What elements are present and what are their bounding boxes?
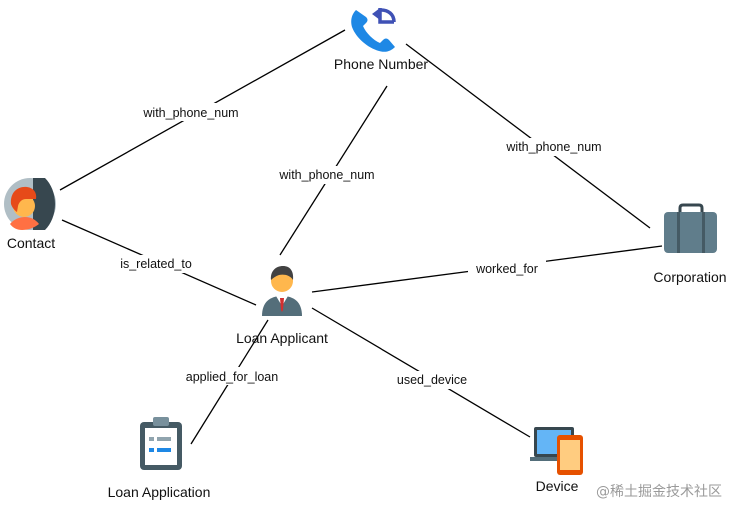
watermark-text: @稀土掘金技术社区 [596, 484, 722, 500]
devices-icon [530, 427, 583, 475]
edge-corporation-phone [405, 43, 651, 229]
node-applicant[interactable]: Loan Applicant [236, 266, 328, 346]
node-label-device: Device [536, 478, 579, 494]
node-label-phone: Phone Number [334, 56, 429, 72]
edge-label-applicant-application: applied_for_loan [186, 370, 278, 384]
node-phone[interactable]: Phone Number [334, 8, 429, 72]
contact-avatar-icon [4, 178, 56, 230]
node-corporation[interactable]: Corporation [653, 203, 727, 285]
node-contact[interactable]: Contact [4, 178, 56, 251]
edge-label-corporation-phone: with_phone_num [505, 140, 601, 154]
edge-label-applicant-phone: with_phone_num [278, 168, 374, 182]
briefcase-icon [664, 203, 717, 253]
phone-callback-icon [351, 8, 396, 52]
node-label-corporation: Corporation [653, 269, 726, 285]
node-label-contact: Contact [7, 235, 55, 251]
edge-label-contact-phone: with_phone_num [142, 106, 238, 120]
businessman-icon [262, 266, 302, 316]
clipboard-icon [140, 417, 182, 470]
node-label-application: Loan Application [108, 484, 211, 500]
node-device[interactable]: Device [530, 427, 583, 494]
edge-label-applicant-corporation: worked_for [475, 262, 538, 276]
edge-label-contact-applicant: is_related_to [120, 257, 192, 271]
node-application[interactable]: Loan Application [108, 417, 211, 500]
node-label-applicant: Loan Applicant [236, 330, 328, 346]
edge-label-applicant-device: used_device [397, 373, 467, 387]
